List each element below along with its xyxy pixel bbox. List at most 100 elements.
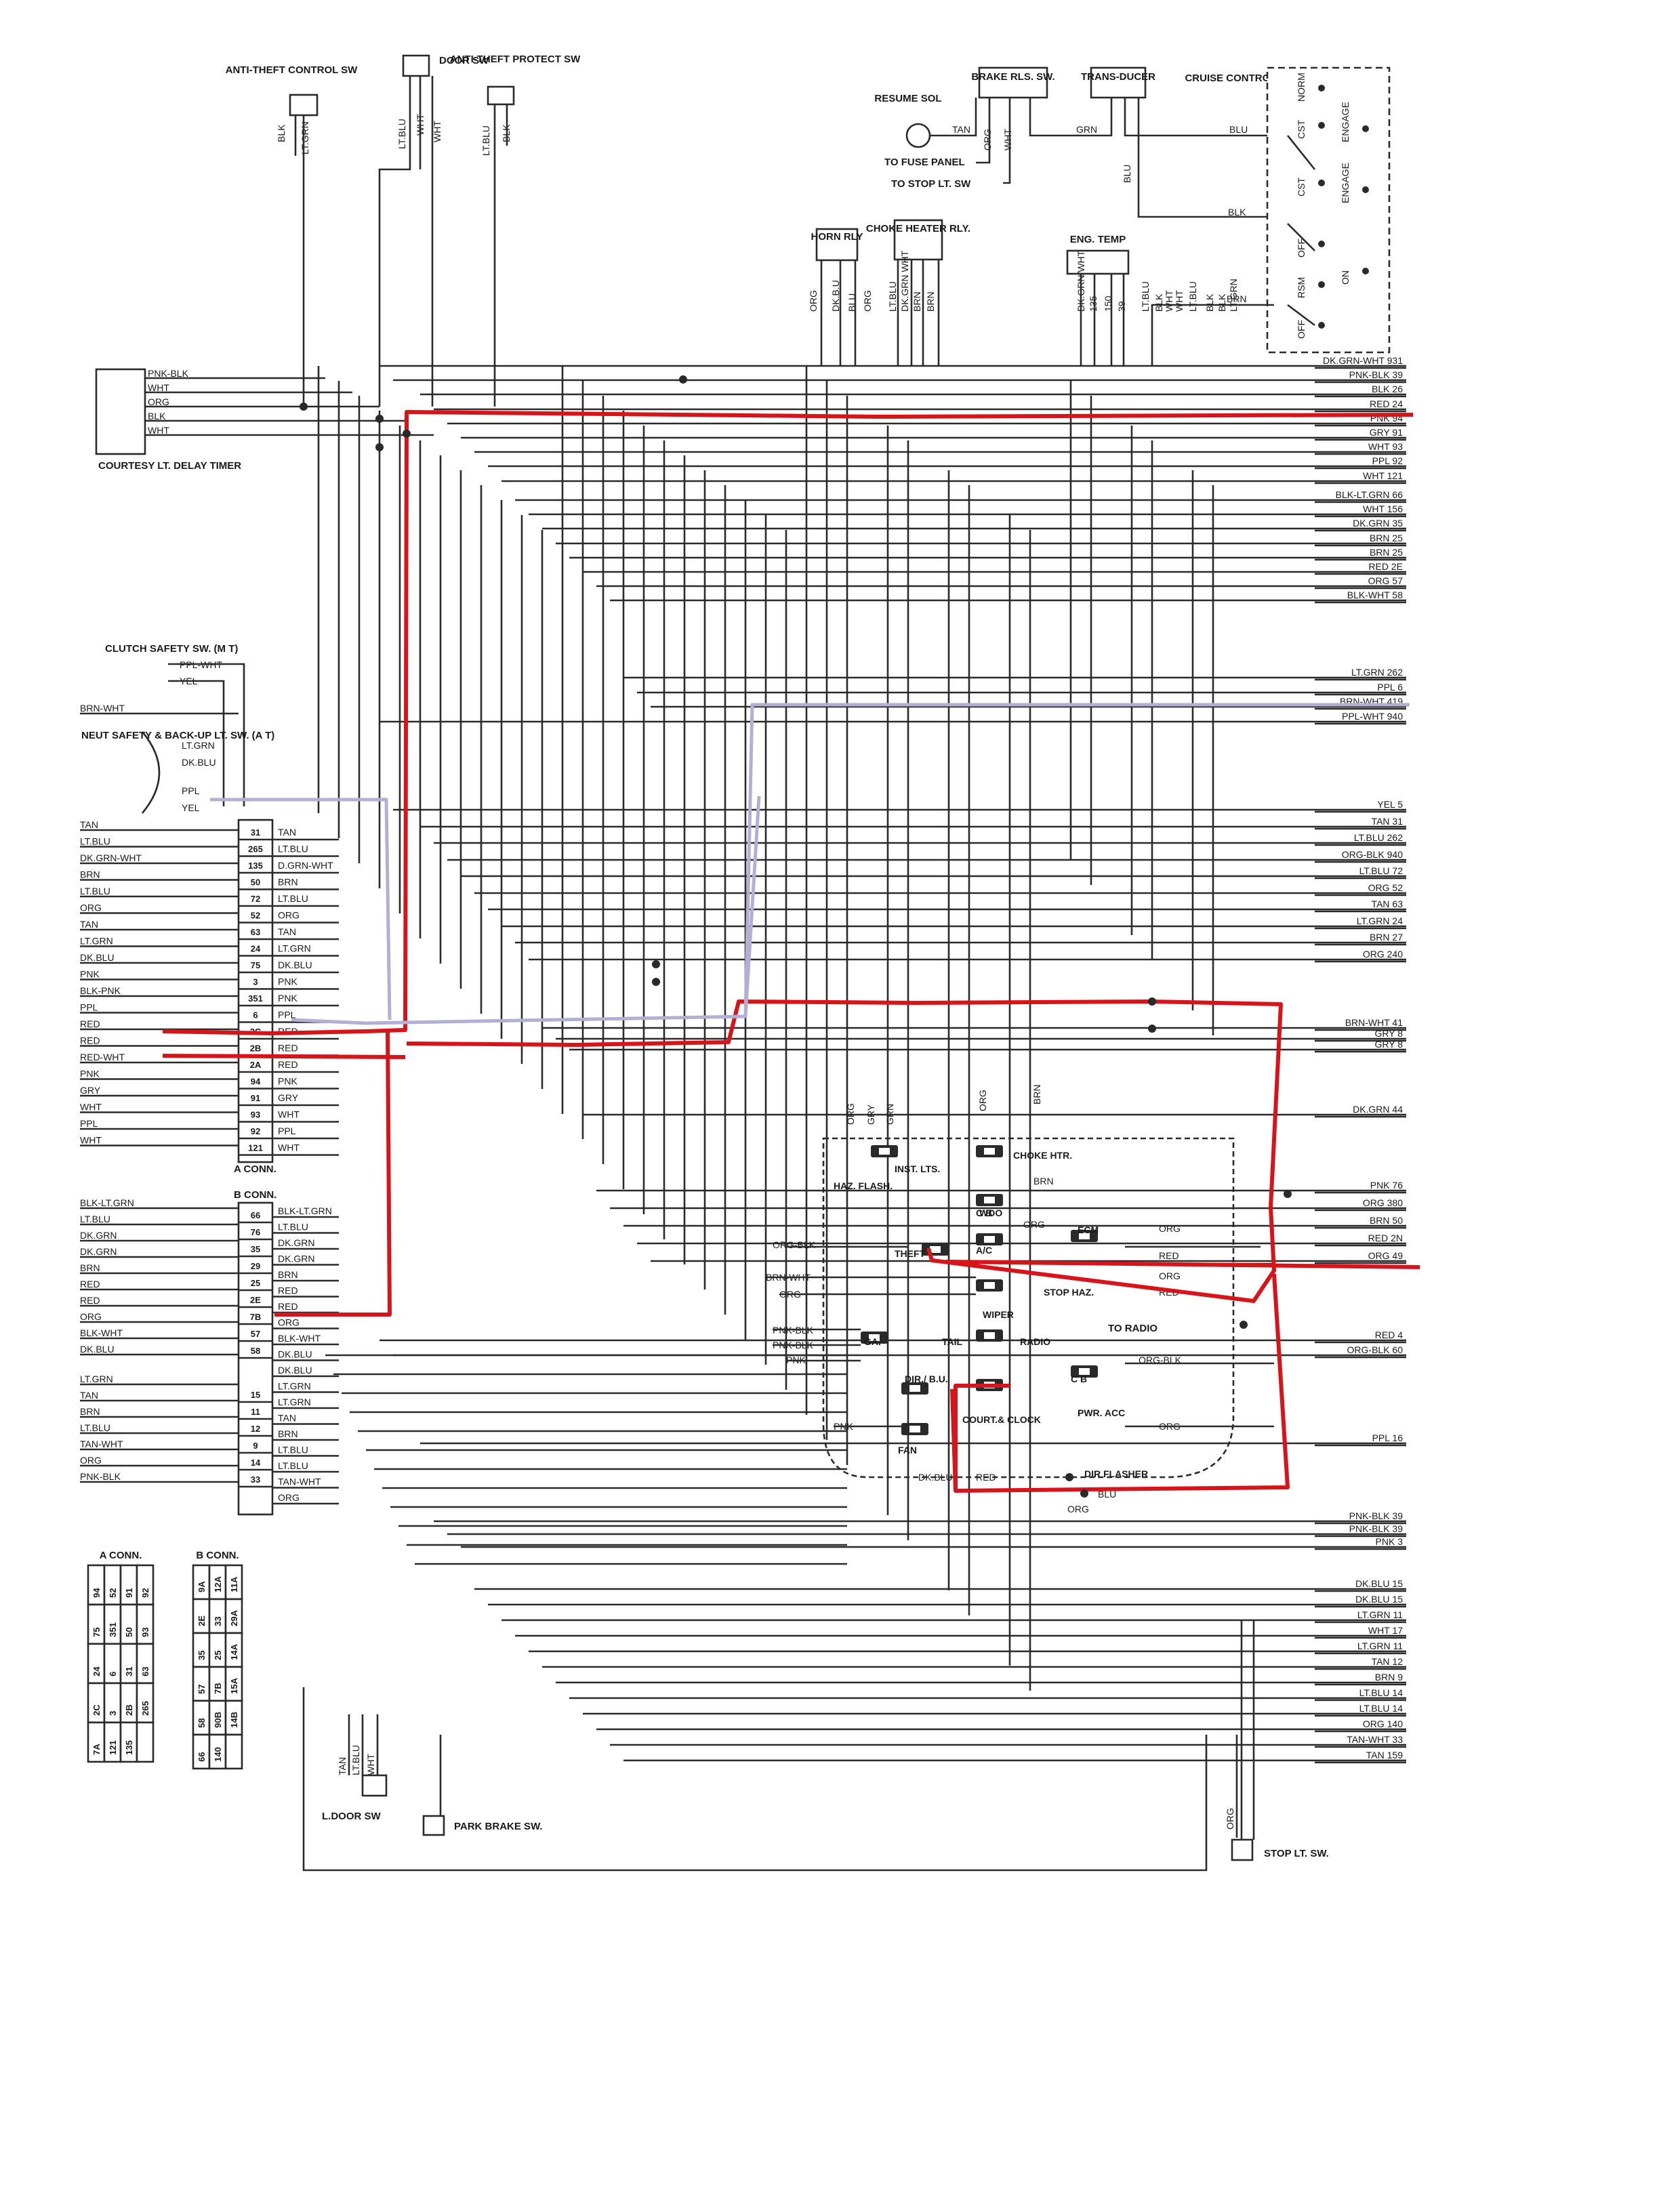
cruise-components-top: RESUME SOL TAN BRAKE RLS. SW. TRANS-DUCE… (874, 66, 1274, 218)
right-wire-label: LT.GRN 24 (1357, 915, 1403, 926)
transducer-body (1090, 66, 1147, 99)
door-sw-body (402, 54, 430, 77)
b-grid-cell (192, 1666, 211, 1702)
a-grid-cell-label: 7A (91, 1743, 102, 1755)
fuse-label: HAZ. FLASH. (834, 1180, 893, 1191)
b-pin-number: 9 (253, 1441, 258, 1451)
right-wire-label: TAN 159 (1366, 1750, 1403, 1760)
wire (1137, 98, 1274, 218)
b-grid-cell-label: 66 (197, 1752, 207, 1762)
right-wire-label: PNK 76 (1370, 1180, 1403, 1191)
a-pin-number: 92 (251, 1126, 260, 1136)
red-annotation-line (274, 1031, 392, 1317)
junction-dot (375, 443, 384, 451)
b-pin-wire-label: LT.BLU (278, 1222, 308, 1233)
courtesy-timer-label: COURTESY LT. DELAY TIMER (98, 460, 241, 472)
right-wire-label: LT.BLU 262 (1354, 832, 1403, 843)
wire (302, 1619, 1255, 1872)
top-wire-label: DK.GRN WHT (899, 250, 910, 312)
left-side-wire-labels: BRN-WHTTANLT.BLUDK.GRN-WHTBRNLT.BLUORGTA… (80, 703, 239, 1147)
wire-label: BLK (276, 124, 287, 142)
left-wire-label: TAN (80, 919, 98, 930)
b-pin-wire-label: BLK-LT.GRN (278, 1205, 332, 1216)
fuse-window (1079, 1233, 1090, 1239)
vertical-harness-wires (317, 366, 1214, 1691)
b-left-wire-label: BLK-LT.GRN (80, 1197, 134, 1208)
red-marker-annotation (162, 410, 1420, 1493)
a-pin-wire-label: TAN (278, 926, 296, 937)
a-pin-number: 31 (251, 827, 260, 838)
stop-lt-sw-label: STOP LT. SW. (1264, 1848, 1329, 1859)
wire-label: BLK (1228, 207, 1246, 218)
left-wire-label: ORG (80, 903, 102, 913)
top-wire-label: WHT (1164, 290, 1174, 312)
switch-contact (1362, 186, 1369, 193)
cruise-position-label: ENGAGE (1340, 163, 1351, 203)
cruise-position-label: OFF (1296, 320, 1307, 339)
b-pin-wire-label: RED (278, 1301, 298, 1312)
b-pin-wire-label: LT.BLU (278, 1460, 308, 1471)
fuse-window (909, 1426, 920, 1432)
b-pin-number: 2E (250, 1295, 261, 1305)
eng-temp-body (1066, 249, 1130, 275)
a-pin-number: 121 (248, 1143, 263, 1153)
left-wire-label: LT.GRN (80, 936, 113, 947)
right-wire-label: TAN 63 (1372, 899, 1404, 909)
switch-body (289, 94, 319, 117)
top-wire-label: BLK (1153, 293, 1164, 312)
choke-heater-relay-body (893, 219, 943, 261)
wire (930, 98, 1274, 184)
switch-contact (1318, 122, 1325, 129)
neut-wire-3: PPL (182, 785, 200, 796)
l-door-sw-label: L.DOOR SW (322, 1811, 382, 1822)
eng-temp-label: ENG. TEMP (1070, 234, 1126, 245)
b-pin-wire-label: ORG (278, 1492, 300, 1503)
a-grid-cell-label: 63 (140, 1667, 150, 1676)
fuse-label: STOP HAZ. (1044, 1287, 1094, 1298)
right-wire-label: RED 2N (1368, 1233, 1403, 1243)
a-grid-cell-label: 135 (124, 1740, 134, 1755)
right-wire-label: BRN 27 (1370, 932, 1403, 943)
b-left-wire-label: BLK-WHT (80, 1327, 123, 1338)
left-wire-label: RED-WHT (80, 1052, 125, 1062)
b-pin-wire-label: LT.GRN (278, 1397, 311, 1407)
a-grid-cell (103, 1721, 122, 1763)
a-grid-cell-label: 6 (108, 1672, 118, 1676)
fuse-wire-label: BRN (1031, 1084, 1042, 1105)
switch-contact (1318, 85, 1325, 91)
b-grid-cell-label: 14A (229, 1644, 239, 1660)
a-pin-wire-label: LT.BLU (278, 844, 308, 854)
wire-label: LT.BLU (396, 119, 407, 149)
lavender-annotation-line (210, 703, 1410, 1025)
b-pin-wire-label: ORG (278, 1317, 300, 1328)
neut-wire-4: YEL (182, 802, 200, 813)
right-wire-label: BLK-LT.GRN 66 (1336, 489, 1404, 500)
fuse-window (984, 1282, 995, 1289)
b-pin-wire-label: BLK-WHT (278, 1333, 321, 1344)
a-pin-wire-label: WHT (278, 1109, 300, 1120)
top-wire-label: LT.BLU (887, 281, 898, 312)
right-wire-label: ORG 57 (1368, 575, 1404, 586)
anti-theft-protect-switch: ANTI-THEFT PROTECT SW LT.BLU BLK (450, 54, 581, 407)
a-grid-title: A CONN. (100, 1550, 142, 1561)
top-wire-label: LT.GRN (1228, 278, 1239, 312)
right-wire-label: PNK-BLK 39 (1349, 369, 1404, 380)
a-pin-number: 93 (251, 1110, 260, 1120)
red-annotation-line (162, 410, 1414, 1059)
right-wire-label: BRN-WHT 41 (1345, 1017, 1404, 1028)
neut-safety-sw-label: NEUT SAFETY & BACK-UP LT. SW. (A T) (81, 730, 274, 741)
right-wire-label: YEL 5 (1377, 799, 1403, 810)
b-pin-number: 58 (251, 1346, 260, 1356)
a-pin-number: 6 (253, 1010, 258, 1020)
right-wire-label: BRN 25 (1370, 547, 1403, 558)
a-pin-number: 3 (253, 977, 258, 987)
b-pin-wire-label: DK.BLU (278, 1365, 312, 1376)
timer-body (95, 368, 146, 455)
b-grid-cell-label: 9A (197, 1581, 207, 1592)
